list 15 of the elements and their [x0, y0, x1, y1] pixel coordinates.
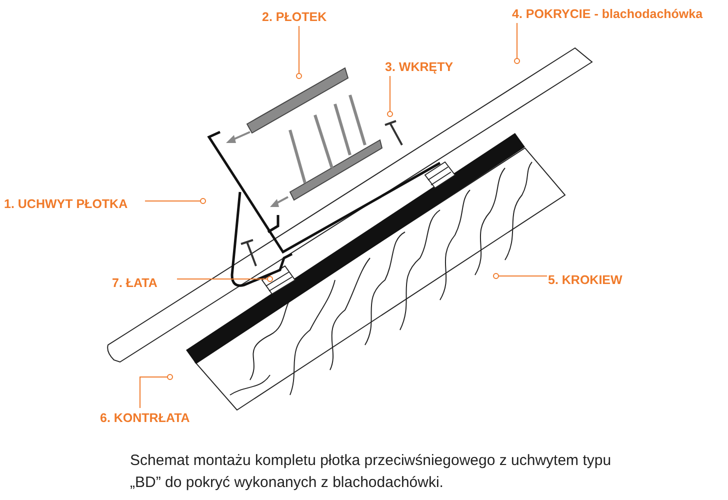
callout-label: 7. ŁATA [112, 274, 158, 292]
callout-label: 3. WKRĘTY [385, 58, 454, 76]
leader-line [296, 26, 302, 79]
leader-line [493, 273, 548, 279]
leader-line [176, 276, 273, 282]
callout-label: 5. KROKIEW [548, 271, 622, 289]
leader-line [387, 76, 393, 117]
callout-label: 4. POKRYCIE - blachodachówka [512, 5, 703, 23]
callout-label: 1. UCHWYT PŁOTKA [4, 195, 128, 213]
leader-line [514, 22, 520, 64]
leader-line [140, 374, 173, 408]
callout-label: 6. KONTRŁATA [100, 409, 190, 427]
callout-label: 2. PŁOTEK [262, 8, 327, 26]
leader-line [144, 198, 206, 204]
caption: Schemat montażu kompletu płotka przeciwśniegowego z uchwytem typu „BD” do pokryć wykonanych z blachodachówki. [130, 451, 612, 493]
